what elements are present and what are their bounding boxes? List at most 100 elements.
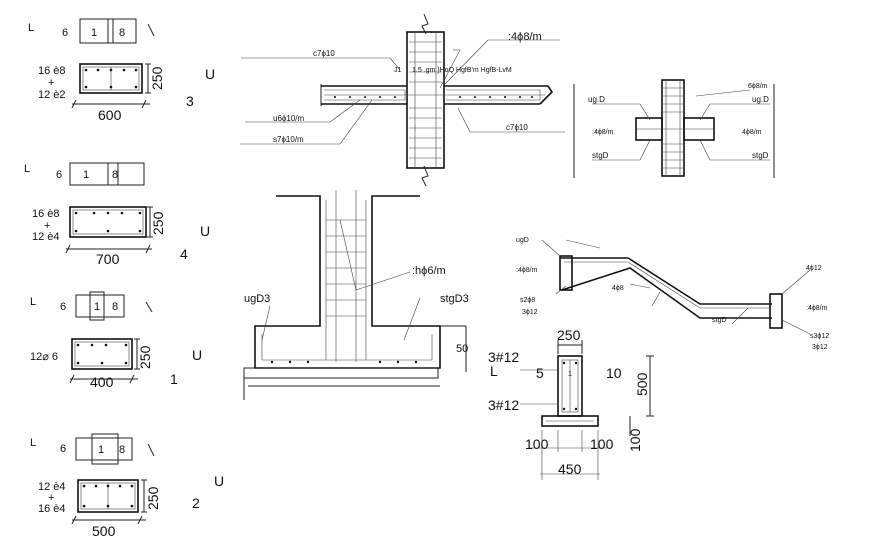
wall-elev-mid: 1 bbox=[568, 371, 572, 378]
joint-notes-mid: 1.5 .gm }HoQ HgfB'm HgfB-LvM bbox=[412, 67, 512, 74]
stair-note-b: :4ϕ8/m bbox=[516, 267, 538, 274]
beam-elevation-box bbox=[69, 162, 145, 186]
beam-cross-section bbox=[77, 479, 139, 513]
wall-base-height-dim: 100 bbox=[627, 428, 643, 452]
column-joint-top-right: 6ϕ8/m bbox=[748, 83, 768, 90]
beam-elev-left: 6 bbox=[62, 27, 68, 39]
beam-label-u: U bbox=[200, 223, 210, 239]
beam-depth-dim: 250 bbox=[150, 211, 166, 235]
beam-rebar-bottom: 16 è4 bbox=[38, 503, 66, 515]
beam-elev-right: 8 bbox=[112, 301, 118, 313]
beam-elev-left: 6 bbox=[60, 301, 66, 313]
beam-rebar-bottom: 12 è4 bbox=[32, 231, 60, 243]
joint-note-bottom-left-2: s7ϕ10/m bbox=[273, 135, 304, 144]
beam-elev-mid: 1 bbox=[98, 444, 104, 456]
joint-note-bottom-left-1: u6ϕ10/m bbox=[273, 114, 305, 123]
wall-elev-left: 5 bbox=[536, 365, 544, 381]
beam-rebar-top: 16 è8 bbox=[32, 208, 60, 220]
beam-number: 2 bbox=[192, 495, 200, 511]
beam-label-l: L bbox=[30, 296, 36, 308]
beam-cross-section bbox=[69, 206, 147, 238]
column-outline bbox=[661, 79, 685, 177]
beam-rebar-plus: + bbox=[44, 220, 50, 232]
beam-elevation-box bbox=[75, 294, 125, 318]
beam-number: 1 bbox=[170, 371, 178, 387]
column-joint-left-mid: :4ϕ8/m bbox=[592, 129, 614, 136]
beam-elev-right: 8 bbox=[112, 169, 118, 181]
beam-rebar-top: 12 è4 bbox=[38, 481, 66, 493]
beam-rebar-bottom: 12 è2 bbox=[38, 89, 66, 101]
wall-top-bars: 3#12 bbox=[488, 349, 519, 365]
beam-elev-left: 6 bbox=[60, 443, 66, 455]
beam-elev-right: 8 bbox=[119, 27, 125, 39]
beam-elev-mid: 1 bbox=[91, 27, 97, 39]
beam-label-u: U bbox=[214, 473, 224, 489]
stair-note-i: s3ϕ12 bbox=[810, 333, 829, 340]
column-joint-left-bottom: stgD bbox=[592, 151, 609, 160]
footing-left-note: ugD3 bbox=[244, 293, 270, 305]
beam-depth-dim: 250 bbox=[149, 66, 165, 90]
footing-stirrup-note: :hϕ6/m bbox=[412, 265, 446, 277]
stair-note-j: 3ϕ12 bbox=[812, 344, 828, 351]
beam-elev-right: 8 bbox=[119, 444, 125, 456]
beam-label-u: U bbox=[205, 66, 215, 82]
beam-depth-dim: 250 bbox=[137, 345, 153, 369]
beam-label-l: L bbox=[28, 22, 34, 34]
beam-width-dim: 700 bbox=[96, 251, 120, 267]
stair-section-detail: ugD :4ϕ8/m s2ϕ8 3ϕ12 4ϕ8 stgD 4ϕ12 :4ϕ8/… bbox=[516, 237, 829, 351]
beam-number: 4 bbox=[180, 246, 188, 262]
wall-elev-right: 10 bbox=[606, 365, 622, 381]
beam-number: 3 bbox=[186, 93, 194, 109]
beam-rebar-top: 12⌀ 6 bbox=[30, 351, 58, 363]
beam-elev-mid: 1 bbox=[83, 169, 89, 181]
beam-elevation-box bbox=[75, 437, 133, 461]
footing-height-dim: 50 bbox=[456, 343, 468, 355]
column-cross-detail: 6ϕ8/m ug.D ug.D :4ϕ8/m 4ϕ8/m stgD stgD bbox=[573, 79, 775, 178]
footing-detail: :hϕ6/m ugD3 stgD3 50 bbox=[243, 190, 469, 400]
beam-label-u: U bbox=[192, 347, 202, 363]
beam-rebar-top: 16 è8 bbox=[38, 65, 66, 77]
stair-note-g: 4ϕ12 bbox=[806, 265, 822, 272]
beam-width-dim: 400 bbox=[90, 374, 114, 390]
slab-column-joint-detail: :4ϕ8/m c7ϕ10 J1 1.5 .gm }HoQ HgfB'm HgfB… bbox=[240, 13, 565, 187]
beam-width-dim: 500 bbox=[92, 523, 116, 539]
stair-note-a: ugD bbox=[516, 237, 529, 244]
beam-section-3: L 6 1 8 16 è8 + 12 è2 250 600 U 3 bbox=[28, 18, 215, 123]
column-joint-right-top: ug.D bbox=[752, 95, 769, 104]
beam-cross-section bbox=[79, 63, 143, 94]
beam-depth-dim: 250 bbox=[145, 486, 161, 510]
beam-section-2: L 6 1 8 12 è4 + 16 è4 250 500 U 2 bbox=[30, 433, 224, 539]
wall-offset-left: 100 bbox=[525, 436, 549, 452]
joint-note-top-right: :4ϕ8/m bbox=[508, 31, 542, 43]
wall-base-width: 450 bbox=[558, 461, 582, 477]
stair-note-f: stgD bbox=[712, 317, 726, 324]
column-joint-right-bottom: stgD bbox=[752, 151, 769, 160]
column-outline bbox=[406, 31, 445, 169]
stair-note-e: 4ϕ8 bbox=[612, 285, 624, 292]
wall-offset-right: 100 bbox=[590, 436, 614, 452]
beam-label-l: L bbox=[24, 163, 30, 175]
beam-label-l: L bbox=[30, 437, 36, 449]
stair-note-c: s2ϕ8 bbox=[520, 297, 535, 304]
wall-top-width: 250 bbox=[557, 327, 581, 343]
column-joint-left-top: ug.D bbox=[588, 95, 605, 104]
joint-note-bottom-right: c7ϕ10 bbox=[506, 123, 528, 132]
stair-note-h: :4ϕ8/m bbox=[806, 305, 828, 312]
footing-outline bbox=[254, 195, 441, 369]
column-joint-right-mid: 4ϕ8/m bbox=[742, 129, 762, 136]
beam-elev-left: 6 bbox=[56, 169, 62, 181]
stair-note-d: 3ϕ12 bbox=[522, 309, 538, 316]
beam-rebar-plus: + bbox=[48, 77, 54, 89]
beam-section-4: L 6 1 8 16 è8 + 12 è4 250 700 U 4 bbox=[24, 162, 210, 267]
beam-cross-section bbox=[71, 338, 133, 370]
joint-note-left-top: c7ϕ10 bbox=[313, 49, 335, 58]
joint-code: J1 bbox=[394, 67, 402, 74]
wall-label-l: L bbox=[490, 363, 498, 379]
wall-footing-section: 250 3#12 3#12 L 5 1 10 500 100 100 100 4… bbox=[488, 327, 654, 480]
beam-width-dim: 600 bbox=[98, 107, 122, 123]
footing-right-note: stgD3 bbox=[440, 293, 469, 305]
beam-elev-mid: 1 bbox=[94, 301, 100, 313]
stair-top-line bbox=[560, 257, 772, 305]
beam-rebar-plus: + bbox=[48, 492, 54, 504]
